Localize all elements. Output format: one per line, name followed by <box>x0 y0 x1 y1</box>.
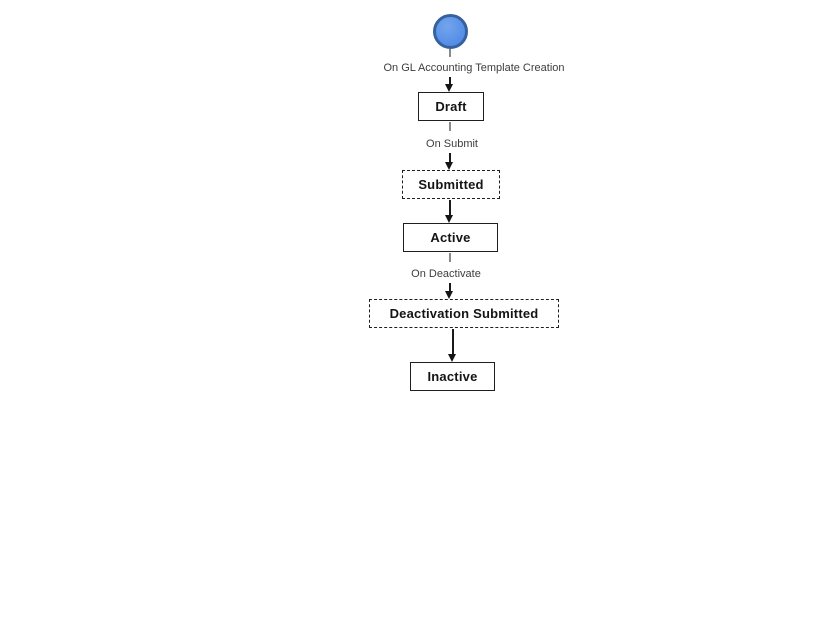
connector-line <box>449 253 451 262</box>
arrow-down-icon <box>445 215 453 223</box>
arrow-down-icon <box>448 354 456 362</box>
connector-line <box>449 49 451 57</box>
connector-line <box>449 283 451 291</box>
state-label-submitted: Submitted <box>418 177 484 192</box>
connector-line <box>452 329 454 354</box>
state-label-deactivation-submitted: Deactivation Submitted <box>389 306 539 321</box>
state-label-active: Active <box>430 230 471 245</box>
connector-line <box>449 200 451 215</box>
transition-label-creation: On GL Accounting Template Creation <box>383 62 565 74</box>
connector-line <box>449 122 451 131</box>
state-node-submitted: Submitted <box>402 170 500 199</box>
state-node-deactivation-submitted: Deactivation Submitted <box>369 299 559 328</box>
start-node-icon <box>433 14 468 49</box>
connector-line <box>449 77 451 85</box>
arrow-down-icon <box>445 162 453 170</box>
state-node-draft: Draft <box>418 92 484 121</box>
transition-label-on-submit: On Submit <box>426 138 478 150</box>
connector-line <box>449 153 451 162</box>
transition-label-on-deactivate: On Deactivate <box>411 268 481 280</box>
state-node-active: Active <box>403 223 498 252</box>
state-label-draft: Draft <box>435 99 467 114</box>
state-label-inactive: Inactive <box>427 369 478 384</box>
arrow-down-icon <box>445 291 453 299</box>
arrow-down-icon <box>445 84 453 92</box>
state-node-inactive: Inactive <box>410 362 495 391</box>
